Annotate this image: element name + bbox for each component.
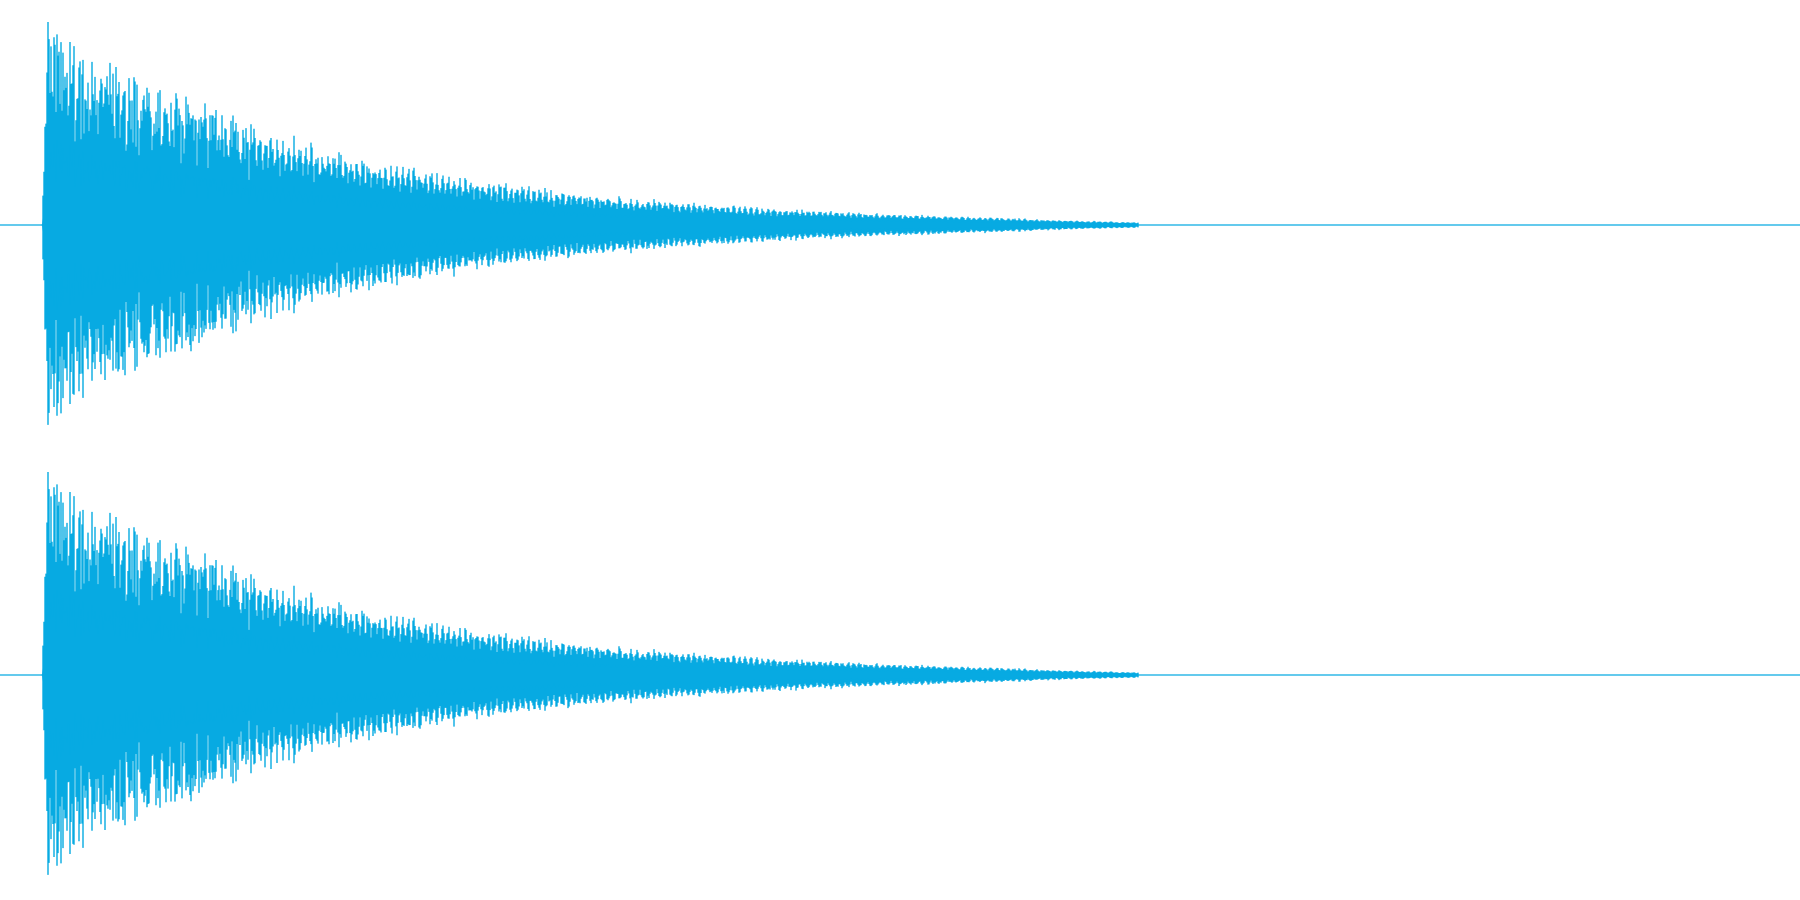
channel-1-track[interactable]: [0, 22, 1800, 425]
channel-2-waveform-core: [42, 585, 1138, 765]
channel-2-track[interactable]: [0, 472, 1800, 875]
channel-1-waveform-core: [42, 135, 1138, 315]
